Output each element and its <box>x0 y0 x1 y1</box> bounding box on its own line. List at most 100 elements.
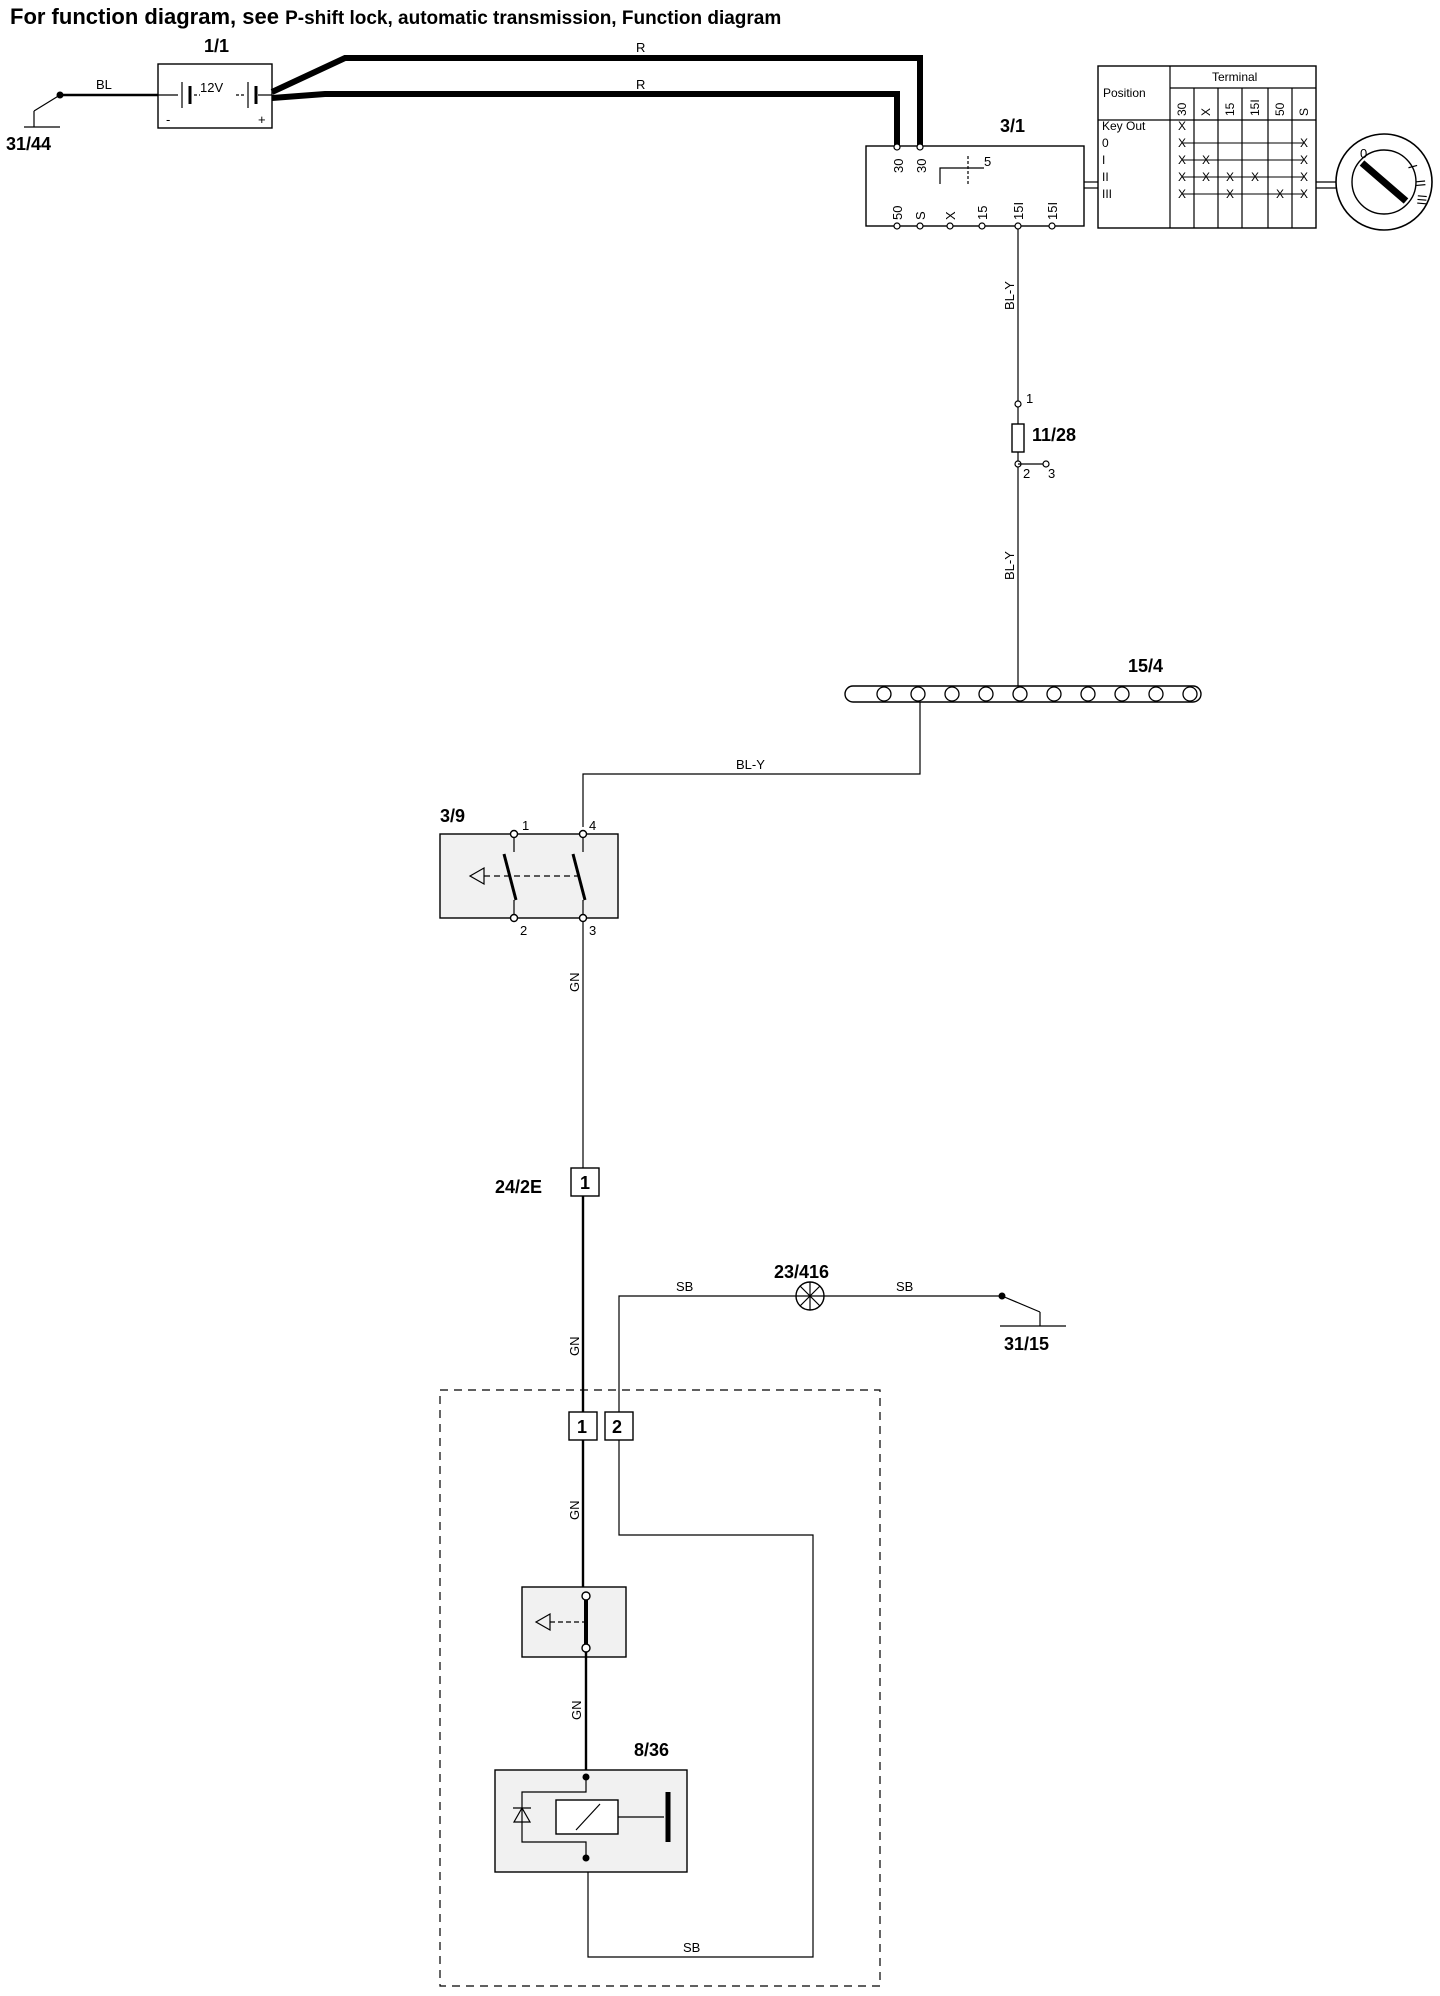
ign-pin-15: 15 <box>975 206 990 220</box>
fuse-pin-1: 1 <box>1026 391 1033 406</box>
fuse-box-slot <box>944 686 960 702</box>
table-mark: X <box>1300 187 1308 201</box>
connector-24-2e-pin: 1 <box>580 1173 590 1193</box>
fuse-box-slot <box>1080 686 1096 702</box>
key-icon <box>1359 160 1409 204</box>
function-diagram-link[interactable]: P-shift lock, automatic transmission, Fu… <box>285 8 782 29</box>
shift-lock-unit: 1 2 GN SB GN 8/36 <box>439 1389 881 1987</box>
wire-r-upper: R <box>270 40 923 146</box>
wire-bl-y-3-label: BL-Y <box>736 757 765 772</box>
wire-bl-y-2: BL-Y <box>1002 467 1019 694</box>
sol-conn-pin-1: 1 <box>577 1417 587 1437</box>
table-position-header: Position <box>1103 86 1146 100</box>
sw39-pin-3: 3 <box>589 923 596 938</box>
wire-bl-label: BL <box>96 77 112 92</box>
fuse-box-slot <box>876 686 892 702</box>
actuator-arrow-icon <box>534 1612 551 1632</box>
fuse-box-slot <box>910 686 926 702</box>
table-terminal-header: Terminal <box>1212 70 1257 84</box>
ignition-switch-label: 3/1 <box>1000 116 1025 136</box>
ign-pin-50: 50 <box>890 206 905 220</box>
ground-31-15-label: 31/15 <box>1004 1334 1049 1354</box>
fuse-box-slot <box>978 686 994 702</box>
ground-31-44-label: 31/44 <box>6 134 51 154</box>
table-mark: X <box>1300 136 1308 150</box>
key-pos-0: 0 <box>1360 146 1367 161</box>
ign-pin-15i-b: 15I <box>1045 202 1060 220</box>
battery-1-1: 12V - + 1/1 <box>157 36 273 129</box>
fuse-box-label: 15/4 <box>1128 656 1163 676</box>
wire-bl-y-1-label: BL-Y <box>1002 281 1017 310</box>
table-mark: X <box>1300 170 1308 184</box>
ign-pin-30-b: 30 <box>914 159 929 173</box>
lock-cylinder: 0 I II III <box>1316 133 1433 231</box>
table-position-0: Key Out <box>1102 119 1146 133</box>
fuse-label: 11/28 <box>1032 425 1076 445</box>
fuse-box-15-4: 15/4 <box>844 656 1202 703</box>
table-terminal-0: 30 <box>1175 102 1189 116</box>
fuse-11-28: 1 2 3 11/28 <box>1011 391 1076 481</box>
fuse-pin-3: 3 <box>1048 466 1055 481</box>
solenoid-label: 8/36 <box>634 1740 669 1760</box>
wire-gn-4-label: GN <box>569 1701 584 1721</box>
fuse-box-slot <box>1046 686 1062 702</box>
table-terminal-5: S <box>1297 108 1311 116</box>
diagram-header: For function diagram, see P-shift lock, … <box>10 4 781 30</box>
ign-pin-s: S <box>913 211 928 220</box>
ign-pin-15i-a: 15I <box>1011 202 1026 220</box>
table-mark: X <box>1178 119 1186 133</box>
wire-gn-1: GN <box>567 922 584 1168</box>
table-terminal-3: 15I <box>1248 99 1262 116</box>
table-position-4: III <box>1102 187 1112 201</box>
fuse-box-slot <box>1182 686 1198 702</box>
wire-gn-2: GN <box>567 1196 585 1412</box>
fuse-box-slot <box>1148 686 1164 702</box>
wire-bl: BL <box>60 77 158 97</box>
battery-voltage: 12V <box>200 80 223 95</box>
ignition-switch-3-1: 3/1 30 30 5 50 S X 15 15I 15I <box>865 116 1098 230</box>
sw39-pin-2: 2 <box>520 923 527 938</box>
wire-bl-y-1: BL-Y <box>1002 229 1019 401</box>
battery-minus: - <box>166 112 170 127</box>
solenoid-8-36: 8/36 <box>494 1740 688 1873</box>
switch-3-9-label: 3/9 <box>440 806 465 826</box>
wire-gn-1-label: GN <box>567 973 582 993</box>
ground-31-15: 31/15 <box>998 1292 1066 1354</box>
wire-sb-2: SB <box>824 1279 1002 1297</box>
sol-conn-pin-2: 2 <box>612 1417 622 1437</box>
wire-bl-y-3: BL-Y <box>582 702 921 827</box>
header-lead: For function diagram, see <box>10 4 279 29</box>
fuse-box-slot <box>1012 686 1028 702</box>
wire-sb-2-label: SB <box>896 1279 913 1294</box>
fuse-pin-2: 2 <box>1023 466 1030 481</box>
wire-sb-1-label: SB <box>676 1279 693 1294</box>
key-pos-1: I <box>1405 163 1420 170</box>
key-pos-3: III <box>1414 194 1430 206</box>
table-terminal-2: 15 <box>1223 102 1237 116</box>
sw39-pin-4: 4 <box>589 818 596 833</box>
table-position-3: II <box>1102 170 1109 184</box>
table-terminal-4: 50 <box>1273 102 1287 116</box>
actuator-arrow-icon <box>468 866 485 886</box>
key-pos-2: II <box>1413 179 1429 188</box>
splice-label: 23/416 <box>774 1262 829 1282</box>
wire-r-lower-label: R <box>636 77 645 92</box>
splice-23-416: 23/416 <box>774 1262 829 1311</box>
battery-plus: + <box>258 112 266 127</box>
table-position-1: 0 <box>1102 136 1109 150</box>
fuse-box-slot <box>1114 686 1130 702</box>
wire-bl-y-2-label: BL-Y <box>1002 551 1017 580</box>
ign-pin-5: 5 <box>984 154 991 169</box>
ground-31-44: 31/44 <box>6 91 64 154</box>
ign-pin-x: X <box>943 211 958 220</box>
table-terminal-1: X <box>1199 108 1213 116</box>
internal-switch <box>521 1586 627 1658</box>
table-mark: X <box>1300 153 1308 167</box>
wire-gn-3-label: GN <box>567 1501 582 1521</box>
wire-sb-3-label: SB <box>683 1940 700 1955</box>
wire-r-upper-label: R <box>636 40 645 55</box>
